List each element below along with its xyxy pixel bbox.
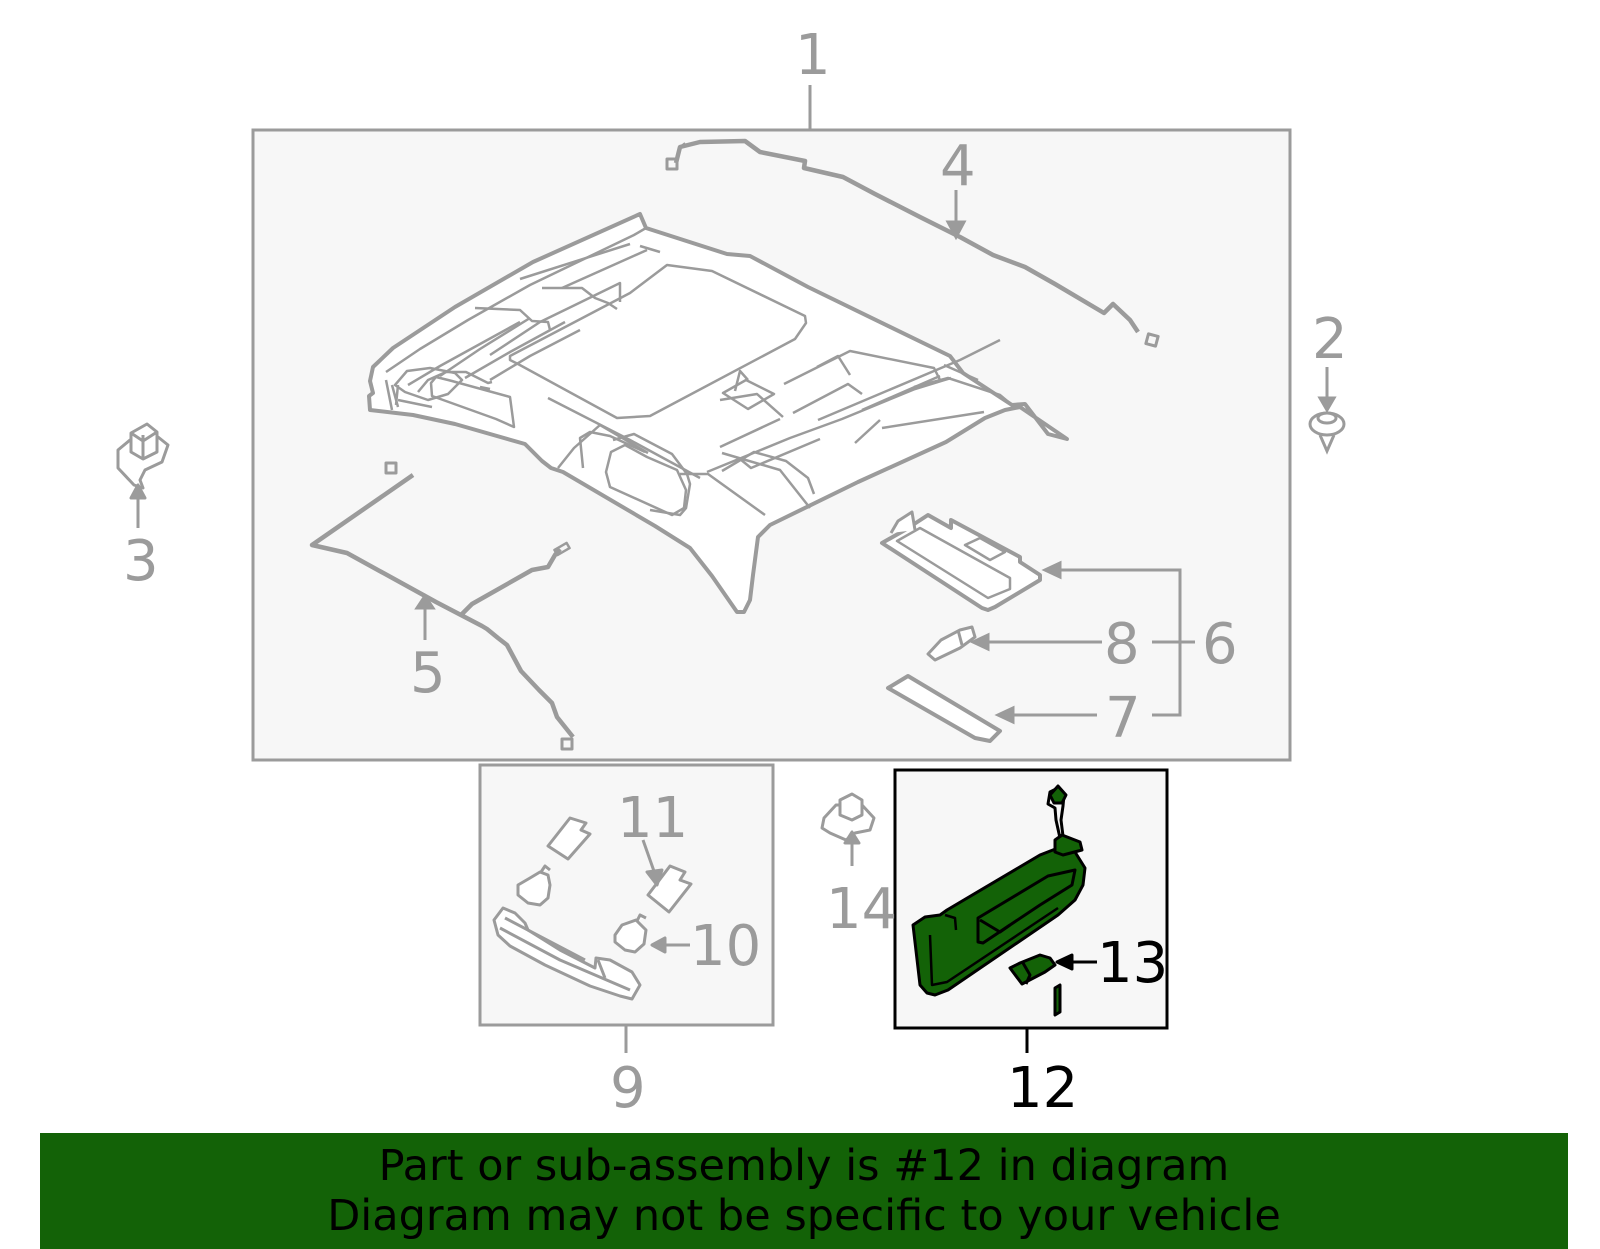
callout-11[interactable]: 11	[617, 786, 688, 851]
callout-4[interactable]: 4	[940, 134, 976, 199]
cover-11[interactable]	[546, 816, 693, 914]
info-banner: Part or sub-assembly is #12 in diagram D…	[40, 1133, 1568, 1249]
lamp-13[interactable]	[1008, 953, 1097, 1017]
clip-2[interactable]	[1308, 367, 1346, 455]
headliner-part[interactable]	[367, 212, 1069, 614]
callout-3[interactable]: 3	[123, 529, 159, 594]
callout-labels: 1 2 3 4 5 6 7 8 9 10 11 12 13 14	[123, 23, 1348, 1121]
callout-13[interactable]: 13	[1097, 931, 1168, 996]
leader-lines-6-7-8	[969, 560, 1195, 725]
callout-6[interactable]: 6	[1202, 612, 1238, 677]
map-lamp-assembly-6[interactable]	[880, 510, 1042, 612]
callout-9[interactable]: 9	[610, 1056, 646, 1121]
retainer-14[interactable]	[820, 792, 876, 866]
wire-harness-5[interactable]	[309, 461, 575, 751]
clip-10[interactable]	[516, 864, 690, 954]
bulb-8[interactable]	[926, 625, 977, 662]
banner-line-disclaimer: Diagram may not be specific to your vehi…	[327, 1191, 1281, 1241]
callout-1[interactable]: 1	[795, 23, 831, 88]
wire-harness-4[interactable]	[665, 138, 1160, 348]
retainer-3[interactable]	[116, 422, 170, 528]
callout-12[interactable]: 12	[1007, 1056, 1078, 1121]
sun-visor-12[interactable]	[911, 784, 1087, 997]
callout-14[interactable]: 14	[826, 877, 897, 942]
leader-arrows	[414, 190, 967, 640]
banner-line-part-number: Part or sub-assembly is #12 in diagram	[378, 1141, 1230, 1191]
callout-5[interactable]: 5	[410, 641, 446, 706]
lens-7[interactable]	[886, 674, 1002, 743]
assist-grip-9[interactable]	[492, 906, 642, 1001]
callout-7[interactable]: 7	[1105, 686, 1141, 751]
callout-8[interactable]: 8	[1104, 612, 1140, 677]
callout-10[interactable]: 10	[690, 914, 761, 979]
callout-2[interactable]: 2	[1312, 307, 1348, 372]
